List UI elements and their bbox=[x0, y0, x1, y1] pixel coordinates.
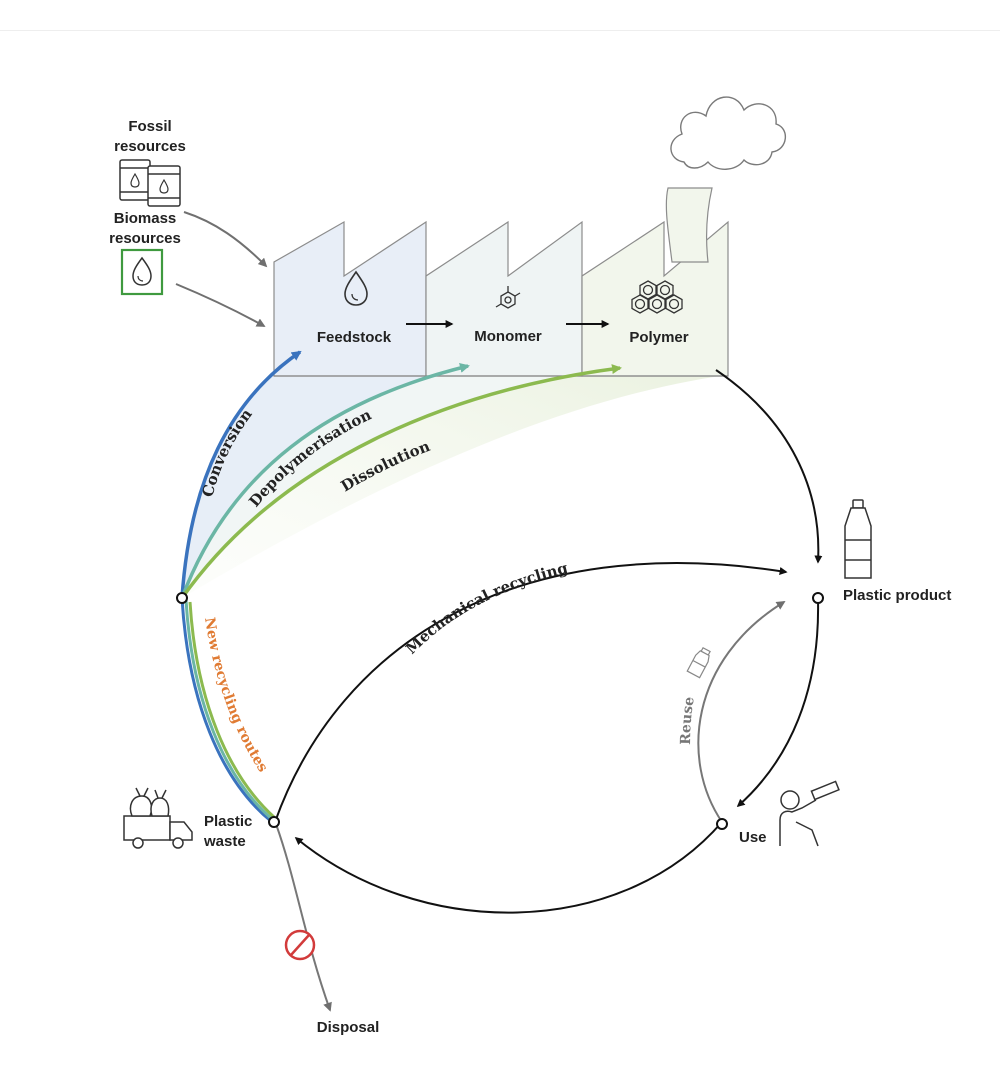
bottle-icon bbox=[844, 499, 872, 579]
reuse-text: Reuse bbox=[678, 696, 698, 745]
monomer-label: Monomer bbox=[474, 328, 542, 345]
waste-to-disposal-arrow bbox=[275, 823, 332, 1012]
recycling-fan-green bbox=[182, 368, 720, 598]
plastic-waste-node bbox=[268, 816, 280, 828]
polymer-label: Polymer bbox=[629, 329, 688, 346]
product-to-use-arrow bbox=[736, 599, 820, 808]
fossil-input-arrow bbox=[183, 211, 268, 268]
person-drinking-icon bbox=[779, 780, 840, 847]
top-divider bbox=[0, 30, 1000, 31]
use-to-waste-arrow bbox=[294, 821, 723, 914]
mechanical-recycling-label: Mechanical recycling bbox=[402, 559, 570, 658]
biomass-input-arrow bbox=[175, 283, 266, 327]
fossil-resources-label-1: Fossil bbox=[128, 118, 171, 135]
new-recycling-routes-label: New recycling routes bbox=[201, 616, 271, 775]
feedstock-label: Feedstock bbox=[317, 329, 392, 346]
oil-barrels-icon bbox=[119, 159, 181, 207]
plastic-product-label: Plastic product bbox=[843, 587, 951, 604]
disposal-label: Disposal bbox=[317, 1019, 380, 1036]
recycling-fan-blue bbox=[182, 352, 468, 598]
smoke-cloud-icon bbox=[670, 96, 786, 170]
new-routes-green-line bbox=[188, 601, 277, 820]
molecule-icon bbox=[495, 286, 521, 309]
plastic-waste-label-2: waste bbox=[203, 833, 246, 850]
small-bottle-icon bbox=[686, 646, 711, 679]
new-recycling-routes-text: New recycling routes bbox=[201, 616, 271, 775]
depolymerisation-arrow bbox=[180, 363, 470, 599]
biomass-resources-label-1: Biomass bbox=[114, 210, 177, 227]
polymer-to-product-arrow bbox=[715, 369, 823, 564]
reuse-label: Reuse bbox=[678, 696, 698, 745]
reuse-arrow bbox=[697, 601, 786, 823]
new-routes-teal-line bbox=[184, 599, 274, 822]
use-node bbox=[716, 818, 728, 830]
biomass-drop-icon bbox=[120, 248, 164, 296]
biomass-resources-label-2: resources bbox=[109, 230, 181, 247]
plastic-product-node bbox=[812, 592, 824, 604]
garbage-truck-icon bbox=[123, 787, 193, 849]
new-routes-blue-line bbox=[180, 597, 273, 824]
factory-chimney bbox=[665, 187, 713, 263]
dissolution-arrow bbox=[180, 364, 622, 600]
mechanical-recycling-text: Mechanical recycling bbox=[402, 559, 570, 658]
no-entry-icon bbox=[284, 929, 316, 961]
fossil-resources-label-2: resources bbox=[114, 138, 186, 155]
polymer-hexagons-icon bbox=[631, 280, 683, 314]
conversion-arrow bbox=[180, 350, 302, 599]
mechanical-recycling-arrow bbox=[274, 562, 788, 823]
factory bbox=[273, 187, 729, 377]
use-label: Use bbox=[739, 829, 767, 846]
recycling-split-node bbox=[176, 592, 188, 604]
drop-icon bbox=[344, 270, 368, 306]
recycling-fan-teal bbox=[182, 366, 620, 598]
plastic-waste-label-1: Plastic bbox=[204, 813, 252, 830]
factory-monomer-section bbox=[425, 220, 583, 377]
